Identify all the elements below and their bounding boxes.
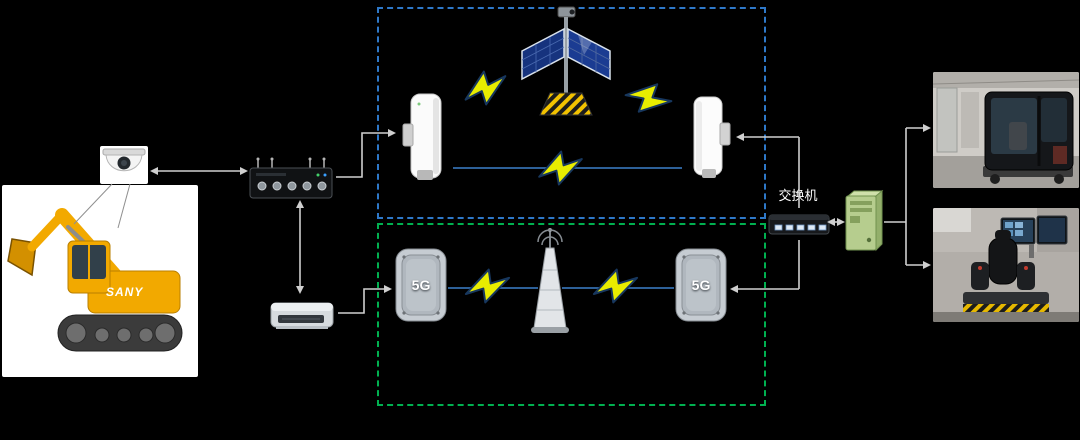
excavator-icon bbox=[7, 208, 183, 352]
5g-label-right: 5G bbox=[691, 277, 711, 293]
solar-powered-camera-mast bbox=[518, 5, 614, 117]
excavator-cab-photo bbox=[933, 72, 1079, 188]
dome-camera-icon bbox=[102, 148, 146, 172]
5g-cellular-link-zone bbox=[377, 223, 766, 406]
excavator-brand-label: SANY bbox=[106, 285, 144, 299]
server-tower bbox=[842, 188, 884, 254]
excavator-cab-image bbox=[933, 72, 1079, 188]
network-switch-icon bbox=[768, 214, 830, 235]
5g-module-icon bbox=[395, 248, 447, 322]
wireless-bridge-icon bbox=[402, 93, 442, 180]
dome-camera bbox=[100, 146, 148, 184]
remote-operator-station-photo bbox=[933, 208, 1079, 322]
video-encoder bbox=[248, 156, 334, 200]
5g-cpe-right: 5G bbox=[674, 247, 728, 323]
excavator-photo: SANY bbox=[2, 185, 198, 377]
5g-module-icon bbox=[675, 248, 727, 322]
cellular-base-station bbox=[526, 226, 574, 336]
signal-tower-icon bbox=[531, 228, 569, 333]
server-icon bbox=[845, 189, 884, 252]
wireless-bridge-right bbox=[682, 95, 734, 181]
5g-label-left: 5G bbox=[411, 277, 431, 293]
video-encoder-icon bbox=[249, 157, 333, 199]
control-module-icon bbox=[270, 302, 334, 329]
5g-cpe-left: 5G bbox=[394, 247, 448, 323]
control-module bbox=[268, 296, 336, 334]
remote-operator-station-image bbox=[933, 208, 1079, 322]
wireless-bridge-icon bbox=[693, 96, 731, 178]
solar-panel-icon bbox=[521, 6, 611, 116]
wireless-bridge-left bbox=[399, 92, 453, 184]
network-switch bbox=[768, 210, 830, 238]
switch-label: 交换机 bbox=[778, 188, 818, 203]
